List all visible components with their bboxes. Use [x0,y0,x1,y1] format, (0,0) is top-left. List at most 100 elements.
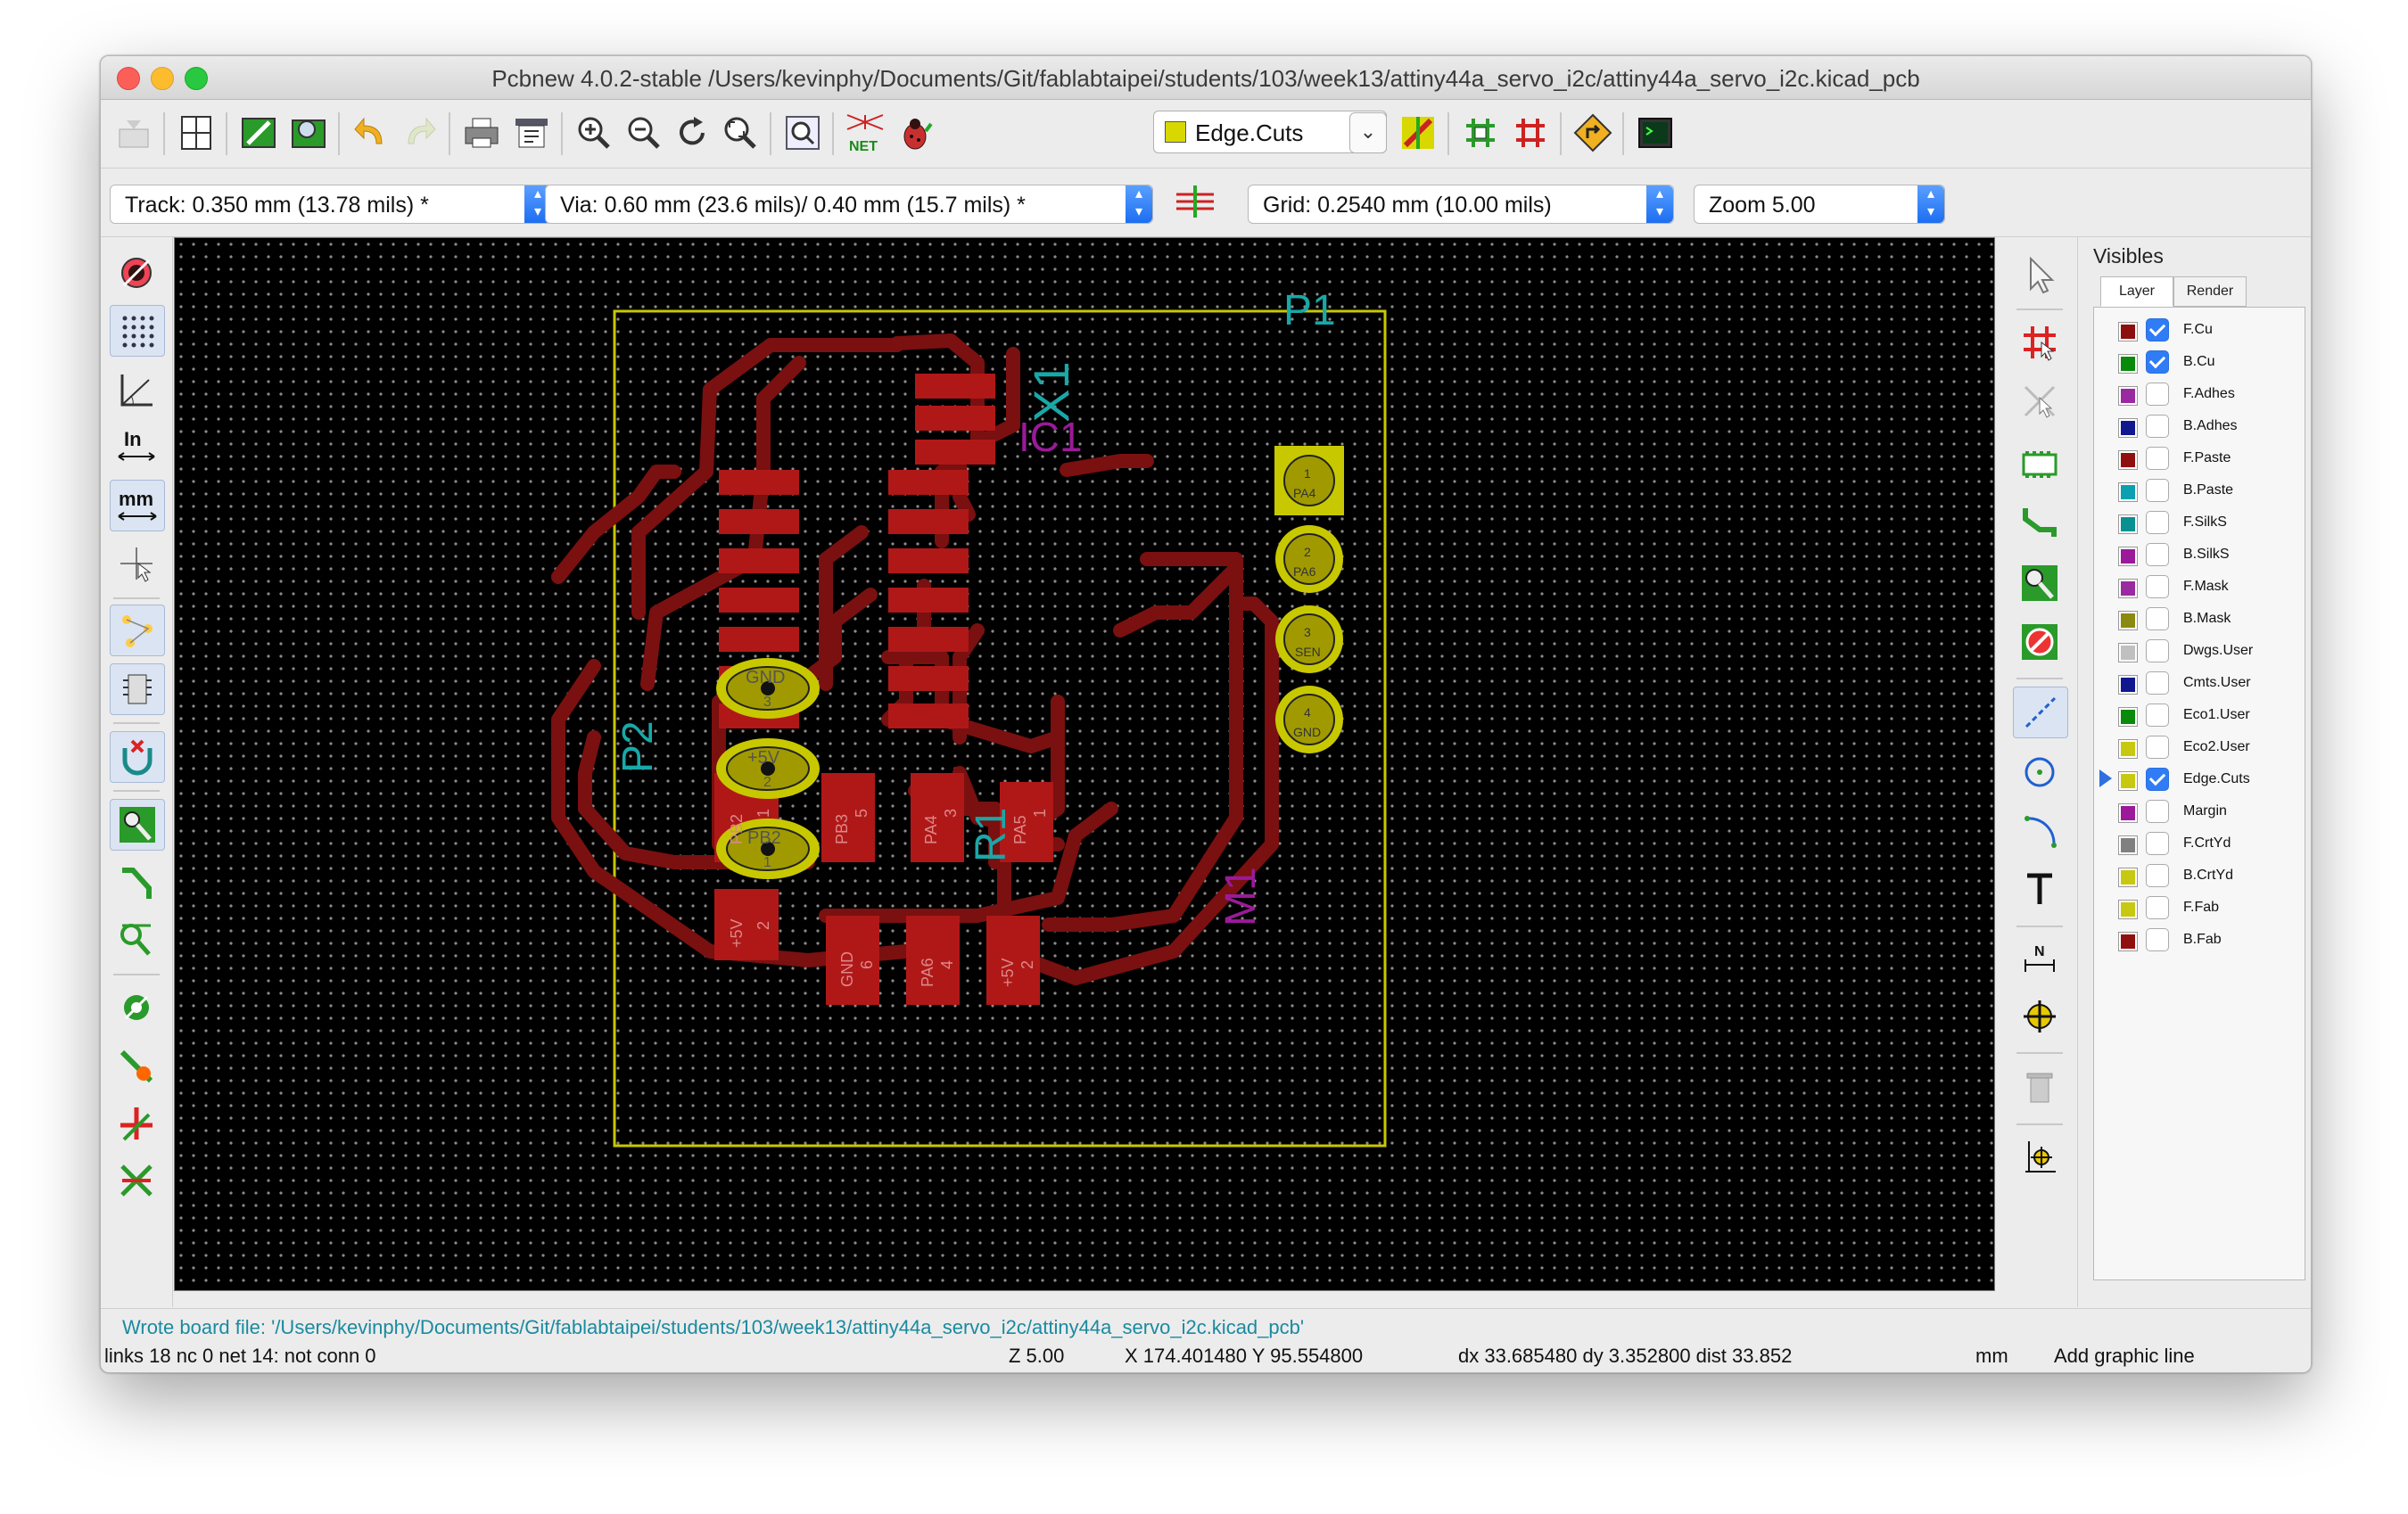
autoroute-icon[interactable] [1506,109,1554,157]
layer-row[interactable]: Margin [2094,796,2305,828]
layer-row[interactable]: F.Cu [2094,315,2305,347]
layer-color-swatch[interactable] [2118,579,2138,598]
layer-color-swatch[interactable] [2118,868,2138,887]
layer-color-swatch[interactable] [2118,386,2138,406]
layer-pair-icon[interactable] [1394,109,1442,157]
microwave-icon[interactable] [1569,109,1617,157]
active-layer-select[interactable]: Edge.Cuts [1153,111,1387,153]
zoom-out-icon[interactable] [620,109,668,157]
tab-layer[interactable]: Layer [2100,276,2173,307]
layer-row[interactable]: F.Paste [2094,443,2305,475]
layer-row[interactable]: F.Fab [2094,893,2305,925]
local-ratsnest-icon[interactable] [2013,376,2066,426]
zoom-fit-icon[interactable] [716,109,764,157]
library-icon[interactable] [285,109,333,157]
minimize-window-button[interactable] [151,67,174,90]
layer-row[interactable]: F.SilkS [2094,507,2305,539]
layer-visibility-checkbox[interactable] [2146,768,2169,791]
layer-color-swatch[interactable] [2118,739,2138,759]
layer-row[interactable]: Edge.Cuts [2094,764,2305,796]
layer-manager-icon[interactable] [110,1098,163,1148]
add-circle-icon[interactable] [2013,747,2066,797]
layer-visibility-checkbox[interactable] [2146,479,2169,502]
layer-row[interactable]: Cmts.User [2094,668,2305,700]
layer-color-swatch[interactable] [2118,450,2138,470]
add-arc-icon[interactable] [2013,806,2066,856]
zoom-select[interactable]: Zoom 5.00 ▴▾ [1694,185,1945,224]
layer-visibility-checkbox[interactable] [2146,575,2169,598]
layer-visibility-checkbox[interactable] [2146,800,2169,823]
microwave-tools-icon[interactable] [110,1156,163,1205]
show-pads-sketch-icon[interactable] [110,915,163,965]
pcb-canvas[interactable]: P1 P2 X1 IC1 R1 M1 PA4 PA6 SEN GND 1 2 3… [174,237,1995,1291]
layer-color-swatch[interactable] [2118,418,2138,438]
plot-icon[interactable] [507,109,556,157]
layer-row[interactable]: Dwgs.User [2094,636,2305,668]
layer-row[interactable]: Eco2.User [2094,732,2305,764]
layer-row[interactable]: F.Mask [2094,572,2305,604]
layer-color-swatch[interactable] [2118,707,2138,727]
layer-color-swatch[interactable] [2118,514,2138,534]
layer-color-swatch[interactable] [2118,771,2138,791]
layer-color-swatch[interactable] [2118,547,2138,566]
layer-row[interactable]: B.Adhes [2094,411,2305,443]
netlist-icon[interactable]: NET [841,109,889,157]
page-settings-icon[interactable] [172,109,220,157]
auto-track-width-icon[interactable] [1171,177,1219,226]
layer-color-swatch[interactable] [2118,900,2138,919]
close-window-button[interactable] [117,67,140,90]
route-track-icon[interactable] [2013,498,2066,547]
add-footprint-icon[interactable] [2013,439,2066,489]
layer-color-swatch[interactable] [2118,932,2138,951]
redraw-icon[interactable] [668,109,716,157]
tab-render[interactable]: Render [2173,276,2247,307]
grid-select[interactable]: Grid: 0.2540 mm (10.00 mils) ▴▾ [1248,185,1674,224]
layer-color-swatch[interactable] [2118,611,2138,630]
python-console-icon[interactable] [1631,109,1679,157]
cursor-shape-icon[interactable] [110,539,163,588]
layer-visibility-checkbox[interactable] [2146,383,2169,406]
set-origin-icon[interactable] [2013,1132,2066,1182]
mm-units-icon[interactable]: mm [110,480,165,531]
layer-visibility-checkbox[interactable] [2146,832,2169,855]
highlight-net-icon[interactable] [2013,317,2066,367]
layer-row[interactable]: B.Fab [2094,925,2305,957]
layer-visibility-checkbox[interactable] [2146,415,2169,438]
add-text-icon[interactable] [2013,865,2066,915]
layer-row[interactable]: B.CrtYd [2094,860,2305,893]
layer-visibility-checkbox[interactable] [2146,704,2169,727]
layer-visibility-checkbox[interactable] [2146,318,2169,341]
find-icon[interactable] [779,109,827,157]
autoplace-icon[interactable] [1456,109,1505,157]
layer-visibility-checkbox[interactable] [2146,639,2169,662]
layer-color-swatch[interactable] [2118,643,2138,662]
layer-visibility-checkbox[interactable] [2146,447,2169,470]
layer-color-swatch[interactable] [2118,675,2138,695]
layer-row[interactable]: Eco1.User [2094,700,2305,732]
layer-dropdown-button[interactable]: ⌄ [1349,112,1387,153]
layer-visibility-checkbox[interactable] [2146,896,2169,919]
layer-visibility-checkbox[interactable] [2146,671,2169,695]
layer-row[interactable]: B.Cu [2094,347,2305,379]
delete-trash-icon[interactable] [2013,1061,2066,1111]
board-setup-icon[interactable] [235,109,283,157]
keepout-area-icon[interactable] [2013,617,2066,667]
layer-color-swatch[interactable] [2118,482,2138,502]
layer-visibility-checkbox[interactable] [2146,350,2169,374]
show-tracks-sketch-icon[interactable] [110,858,163,908]
add-dimension-icon[interactable]: N [2013,934,2066,984]
print-icon[interactable] [458,109,506,157]
select-arrow-icon[interactable] [2013,250,2066,300]
show-vias-icon[interactable] [110,983,163,1033]
layer-visibility-checkbox[interactable] [2146,928,2169,951]
layer-row[interactable]: F.Adhes [2094,379,2305,411]
module-ratsnest-icon[interactable] [110,663,165,715]
high-contrast-icon[interactable] [110,1041,163,1091]
zoom-in-icon[interactable] [570,109,618,157]
redo-icon[interactable] [395,109,443,157]
track-width-select[interactable]: Track: 0.350 mm (13.78 mils) * ▴▾ [110,185,552,224]
layer-color-swatch[interactable] [2118,835,2138,855]
layer-visibility-checkbox[interactable] [2146,607,2169,630]
layer-visibility-checkbox[interactable] [2146,736,2169,759]
via-size-select[interactable]: Via: 0.60 mm (23.6 mils)/ 0.40 mm (15.7 … [545,185,1153,224]
